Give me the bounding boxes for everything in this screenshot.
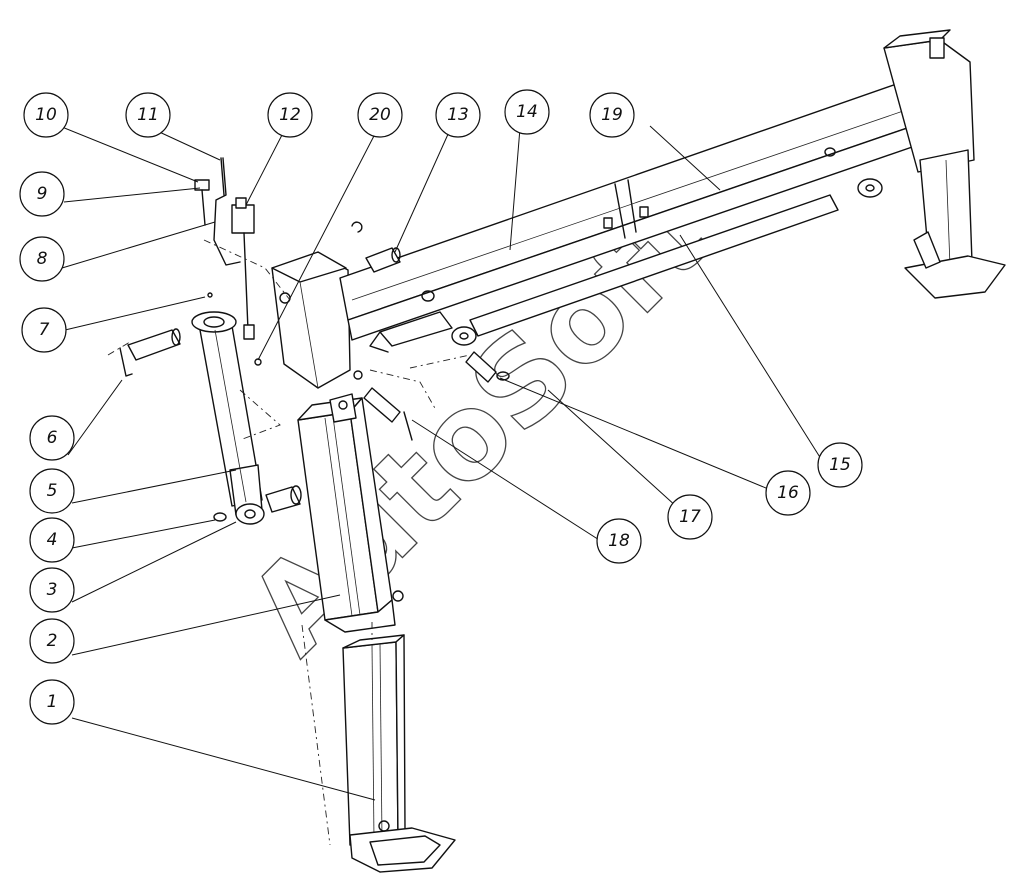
callout-15: 15 [817, 442, 863, 488]
svg-text:2: 2 [47, 631, 58, 651]
svg-text:5: 5 [47, 481, 58, 501]
callout-16: 16 [765, 470, 811, 516]
callout-11: 11 [125, 92, 171, 138]
callout-10: 10 [23, 92, 69, 138]
callout-18: 18 [596, 518, 642, 564]
callout-7: 7 [21, 307, 67, 353]
svg-text:20: 20 [369, 105, 391, 125]
svg-text:18: 18 [608, 531, 630, 551]
callout-19: 19 [589, 92, 635, 138]
callout-3: 3 [29, 567, 75, 613]
leader-lines [61, 125, 829, 801]
callout-20: 20 [357, 92, 403, 138]
callout-17: 17 [667, 494, 713, 540]
part-5-lift-cylinder [191, 311, 265, 525]
svg-text:15: 15 [829, 455, 851, 475]
callout-6: 6 [29, 415, 75, 461]
svg-text:12: 12 [279, 105, 301, 125]
callout-8: 8 [19, 236, 65, 282]
svg-text:3: 3 [47, 580, 58, 600]
svg-text:8: 8 [37, 249, 48, 269]
svg-text:19: 19 [601, 105, 623, 125]
parts-14-19-main-beam [339, 79, 919, 341]
part-20-frame-end-box [271, 251, 363, 389]
svg-text:9: 9 [37, 184, 48, 204]
assembly-centerlines [107, 239, 471, 846]
svg-text:1: 1 [47, 692, 58, 712]
part-6-upper-pin [119, 328, 181, 377]
callout-9: 9 [19, 171, 65, 217]
part-15-boom-cylinder [369, 178, 883, 353]
callouts: 1 2 3 4 5 6 7 8 9 10 11 12 20 13 14 19 1… [19, 89, 863, 725]
svg-text:7: 7 [39, 320, 50, 340]
callout-13: 13 [435, 92, 481, 138]
part-18-pin [363, 387, 413, 441]
svg-text:11: 11 [137, 105, 159, 125]
callout-4: 4 [29, 517, 75, 563]
part-2-upper-post [297, 393, 404, 633]
svg-text:16: 16 [777, 483, 799, 503]
callout-5: 5 [29, 468, 75, 514]
part-13-bush [351, 221, 401, 273]
parts-8-12-hydraulic-lines [194, 157, 262, 366]
svg-text:4: 4 [47, 530, 58, 550]
svg-text:13: 13 [447, 105, 469, 125]
part-17-pin [465, 351, 510, 383]
svg-text:6: 6 [47, 428, 58, 448]
part-3-4-lower-pin [213, 485, 302, 522]
callout-2: 2 [29, 618, 75, 664]
svg-text:14: 14 [516, 102, 538, 122]
callout-1: 1 [29, 679, 75, 725]
svg-text:17: 17 [679, 507, 701, 527]
right-end-support [883, 29, 1006, 299]
part-1-lower-post [342, 634, 456, 873]
callout-14: 14 [504, 89, 550, 135]
callout-12: 12 [267, 92, 313, 138]
svg-text:10: 10 [35, 105, 57, 125]
